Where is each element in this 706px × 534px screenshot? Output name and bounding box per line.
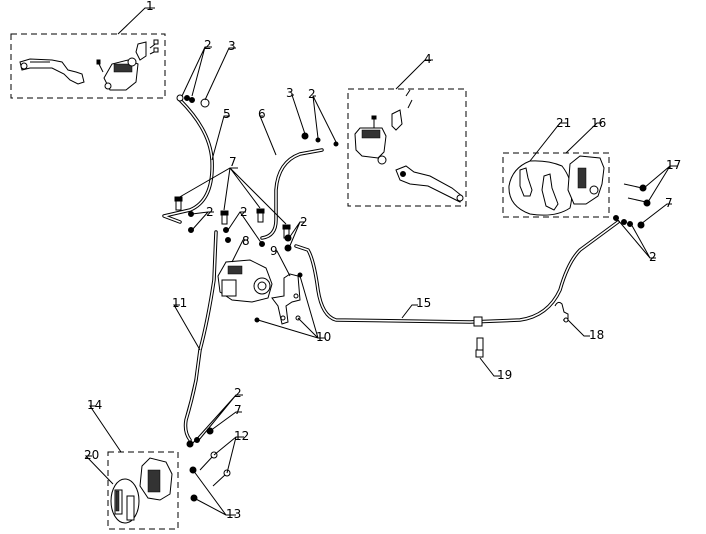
callout-2-bottom: 2 — [234, 386, 242, 400]
callout-6: 6 — [258, 107, 266, 121]
hose-11 — [183, 230, 218, 442]
callout-8: 8 — [242, 234, 250, 248]
callout-2-left-hose: 2 — [206, 205, 214, 219]
callout-labels: 1 2 3 4 5 6 3 2 7 2 2 2 8 9 10 11 15 21 … — [84, 0, 681, 521]
brake-pad-part — [114, 489, 135, 521]
master-cylinder-body-part — [96, 57, 139, 91]
callout-2-center: 2 — [240, 205, 248, 219]
callout-1: 1 — [146, 0, 154, 13]
callout-7-right: 7 — [665, 196, 673, 210]
pipe-15 — [294, 220, 620, 327]
clamp-part — [135, 39, 159, 61]
callout-16: 16 — [591, 116, 606, 130]
abs-unit-part — [217, 259, 273, 303]
callout-9: 9 — [270, 244, 278, 258]
callout-2-right-hose: 2 — [300, 215, 308, 229]
brake-pad-part — [519, 167, 559, 211]
callout-2-top-left: 2 — [204, 38, 212, 52]
assembly-4-boundary — [347, 88, 467, 207]
caliper-body-part — [139, 457, 173, 501]
caliper-body-part — [567, 155, 605, 205]
pads-outline — [508, 160, 573, 216]
lever-part — [395, 165, 464, 203]
callout-11: 11 — [172, 296, 187, 310]
assembly-4-right-master-cylinder — [347, 88, 467, 207]
callout-15: 15 — [416, 296, 431, 310]
hardware — [174, 94, 651, 502]
lever-part — [19, 58, 85, 85]
callout-20: 20 — [84, 448, 99, 462]
hose-6 — [260, 148, 324, 240]
callout-19: 19 — [497, 368, 512, 382]
callout-13: 13 — [226, 507, 241, 521]
callout-12: 12 — [234, 429, 249, 443]
leader-lines — [84, 7, 677, 516]
callout-4: 4 — [424, 52, 432, 66]
callout-3-top-left: 3 — [228, 39, 236, 53]
abs-bracket-part — [271, 273, 301, 325]
callout-17: 17 — [666, 158, 681, 172]
callout-14: 14 — [87, 398, 102, 412]
callout-2-right: 2 — [649, 250, 657, 264]
callout-7-center: 7 — [229, 155, 237, 169]
assembly-16-rear-caliper — [502, 152, 610, 218]
callout-3-top-middle: 3 — [286, 86, 294, 100]
callout-2-top-middle: 2 — [308, 87, 316, 101]
callout-5: 5 — [223, 107, 231, 121]
callout-10: 10 — [316, 330, 331, 344]
pads-outline — [110, 478, 140, 524]
assembly-1-boundary — [10, 33, 166, 99]
hose-5 — [162, 98, 214, 224]
callout-18: 18 — [589, 328, 604, 342]
assembly-16-boundary — [502, 152, 610, 218]
assembly-14-front-caliper — [107, 451, 179, 530]
assembly-14-boundary — [107, 451, 179, 530]
callout-21: 21 — [556, 116, 571, 130]
callout-7-bottom: 7 — [234, 403, 242, 417]
pipe-joint — [473, 316, 483, 327]
master-cylinder-body-part — [354, 115, 387, 165]
assembly-1-left-master-cylinder — [10, 33, 166, 99]
clamp-part — [391, 89, 413, 131]
